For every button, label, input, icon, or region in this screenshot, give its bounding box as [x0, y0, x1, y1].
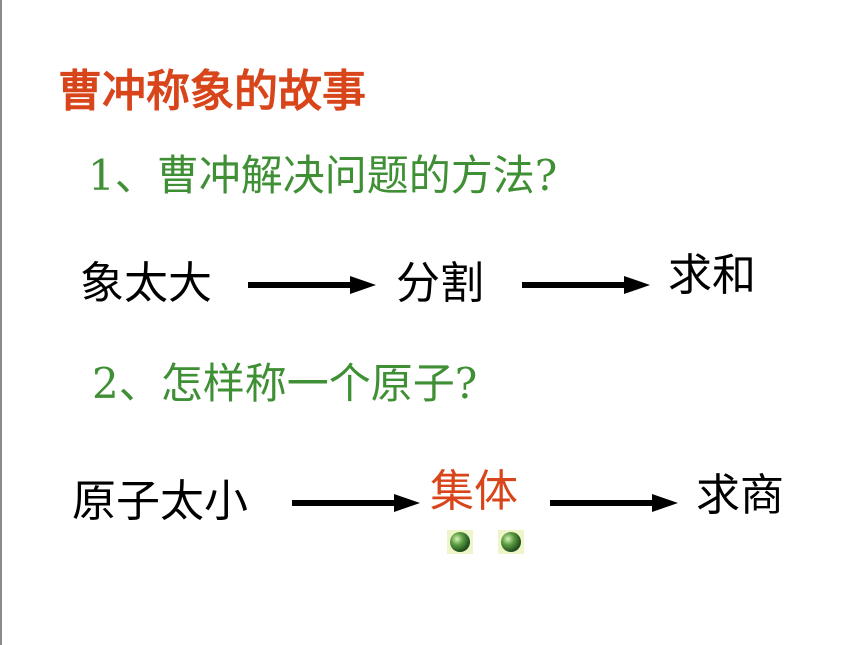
slide-title: 曹冲称象的故事 [58, 66, 366, 117]
right-arrow-icon [248, 276, 376, 294]
flow1-step-elephant-too-big: 象太大 [80, 258, 212, 309]
atom-sphere-icon [498, 530, 524, 554]
right-arrow-icon [522, 276, 650, 294]
flow2-step-quotient: 求商 [696, 470, 784, 521]
right-arrow-icon [292, 494, 420, 512]
flow2-step-collective: 集体 [430, 466, 518, 517]
flow1-step-sum: 求和 [668, 250, 756, 301]
left-border-line [0, 0, 2, 645]
question-2: 2、怎样称一个原子? [92, 359, 478, 408]
atom-sphere-icon [447, 530, 473, 554]
flow1-step-split: 分割 [396, 258, 484, 309]
question-1: 1、曹冲解决问题的方法? [88, 151, 558, 200]
flow2-step-atom-too-small: 原子太小 [72, 476, 248, 527]
right-arrow-icon [550, 494, 678, 512]
